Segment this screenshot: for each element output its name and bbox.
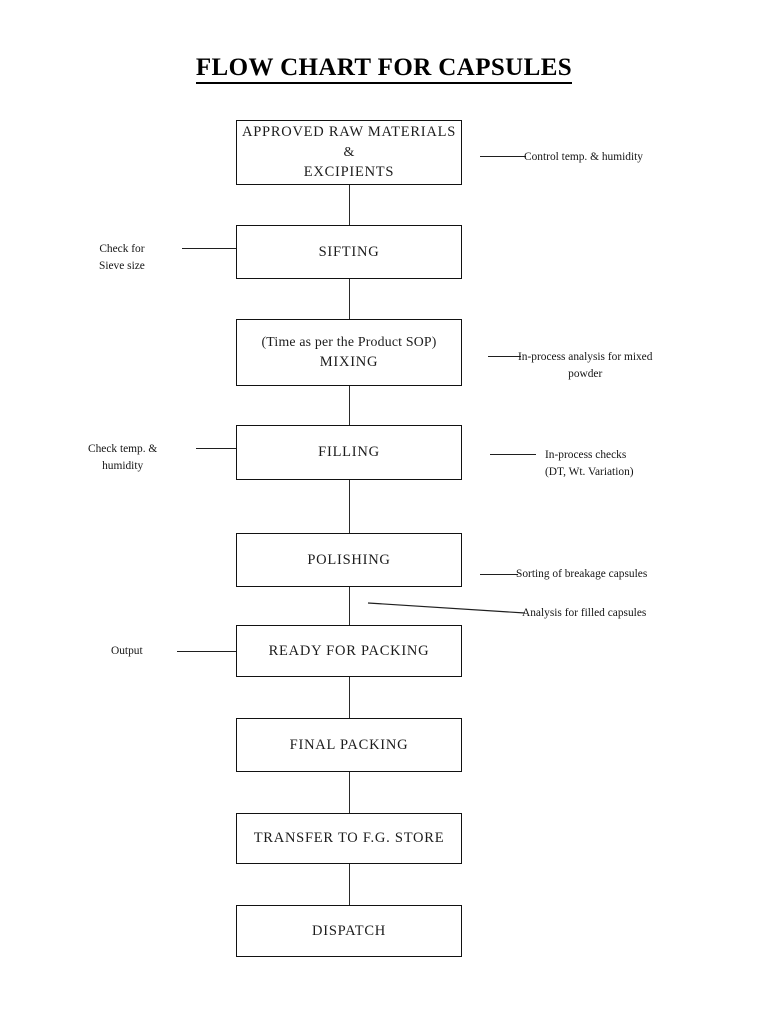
annotation-inprocess-checks-line1: In-process checks (545, 449, 627, 461)
node-final-packing-label: FINAL PACKING (289, 736, 409, 753)
annotation-inprocess-checks-line2: (DT, Wt. Variation) (545, 466, 634, 479)
leader-check-temp-humidity (196, 448, 236, 450)
leader-analysis-filled (367, 602, 526, 614)
node-polishing[interactable]: POLISHING (236, 533, 462, 587)
annotation-control-temp-line1: Control temp. & humidity (524, 151, 643, 163)
node-transfer-to-fg-store[interactable]: TRANSFER TO F.G. STORE (236, 813, 462, 864)
connector-mixing-to-filling (349, 386, 351, 425)
connector-final-to-transfer (349, 772, 351, 813)
node-filling[interactable]: FILLING (236, 425, 462, 480)
node-final-packing[interactable]: FINAL PACKING (236, 718, 462, 772)
page-title: FLOW CHART FOR CAPSULES (0, 54, 768, 84)
node-ready-for-packing-label: READY FOR PACKING (268, 642, 430, 659)
leader-sorting-breakage (480, 574, 518, 576)
annotation-analysis-filled-line1: Analysis for filled capsules (522, 607, 647, 619)
annotation-check-temp-humidity-line2: humidity (102, 460, 144, 473)
page-title-text: FLOW CHART FOR CAPSULES (195, 54, 573, 84)
leader-output (177, 651, 236, 653)
annotation-inprocess-mixed-line1: In-process analysis for mixed (518, 351, 653, 363)
annotation-control-temp: Control temp. & humidity (524, 149, 643, 166)
connector-ready-to-final (349, 677, 351, 718)
annotation-analysis-filled: Analysis for filled capsules (522, 605, 646, 622)
node-filling-label: FILLING (318, 444, 380, 461)
annotation-check-sieve-line2: Sieve size (99, 260, 145, 273)
connector-polishing-to-ready (349, 587, 351, 625)
node-polishing-label: POLISHING (307, 551, 391, 568)
leader-check-sieve (182, 248, 236, 250)
node-transfer-to-fg-store-label: TRANSFER TO F.G. STORE (253, 830, 445, 847)
annotation-inprocess-mixed: In-process analysis for mixed powder (518, 349, 652, 383)
annotation-output-line1: Output (111, 645, 143, 657)
annotation-check-sieve: Check for Sieve size (99, 241, 145, 275)
annotation-inprocess-checks: In-process checks (DT, Wt. Variation) (545, 447, 634, 481)
annotation-check-temp-humidity-line1: Check temp. & (88, 443, 158, 455)
node-mixing-line1: (Time as per the Product SOP) (261, 334, 437, 350)
connector-sifting-to-mixing (349, 279, 351, 319)
node-dispatch[interactable]: DISPATCH (236, 905, 462, 957)
connector-transfer-to-dispatch (349, 864, 351, 905)
node-sifting-label: SIFTING (318, 243, 380, 260)
node-mixing-line2: MIXING (319, 354, 379, 370)
connector-raw-to-sifting (349, 185, 351, 225)
annotation-output: Output (111, 643, 143, 660)
node-raw-materials[interactable]: APPROVED RAW MATERIALS & EXCIPIENTS (236, 120, 462, 185)
node-ready-for-packing[interactable]: READY FOR PACKING (236, 625, 462, 677)
node-dispatch-label: DISPATCH (312, 922, 386, 939)
annotation-check-sieve-line1: Check for (99, 243, 145, 255)
node-sifting[interactable]: SIFTING (236, 225, 462, 279)
node-raw-materials-line3: EXCIPIENTS (303, 164, 395, 181)
leader-control-temp (480, 156, 526, 158)
annotation-inprocess-mixed-line2: powder (568, 368, 603, 381)
annotation-sorting-breakage-line1: Sorting of breakage capsules (516, 568, 648, 580)
leader-inprocess-mixed (488, 356, 521, 358)
annotation-check-temp-humidity: Check temp. & humidity (88, 441, 157, 475)
node-mixing[interactable]: (Time as per the Product SOP) MIXING (236, 319, 462, 386)
node-raw-materials-line2: & (343, 144, 355, 160)
leader-inprocess-checks (490, 454, 536, 456)
annotation-sorting-breakage: Sorting of breakage capsules (516, 566, 647, 583)
node-raw-materials-line1: APPROVED RAW MATERIALS (241, 123, 457, 140)
connector-filling-to-polishing (349, 480, 351, 533)
